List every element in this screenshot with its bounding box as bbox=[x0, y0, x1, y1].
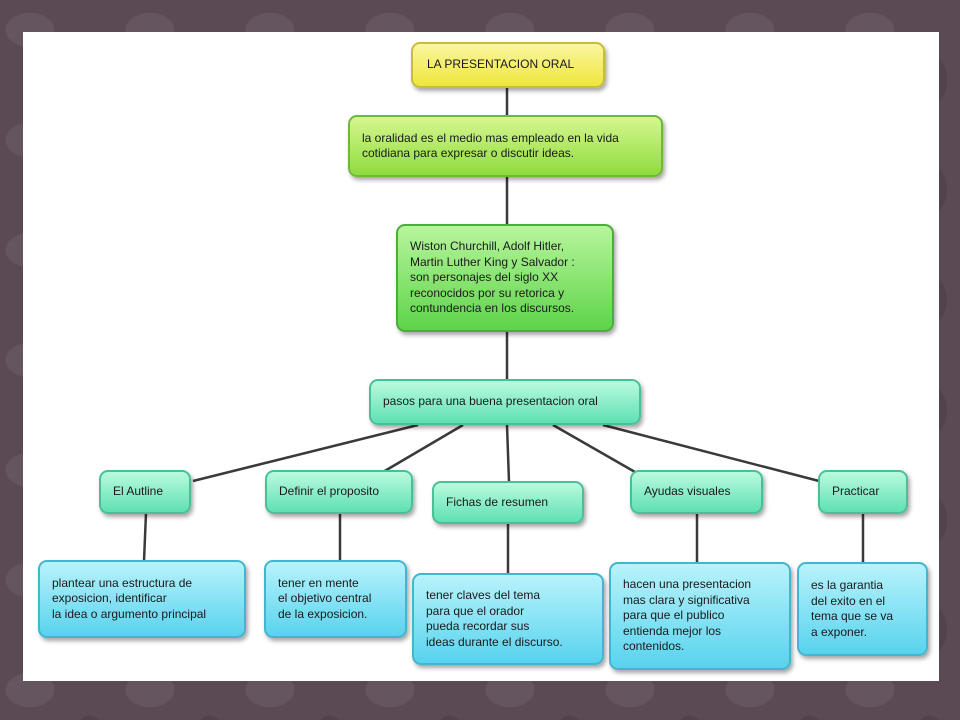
detail-fichas-node: tener claves del tema para que el orador… bbox=[412, 573, 604, 665]
detail-fichas-text: tener claves del tema para que el orador… bbox=[426, 588, 563, 649]
step-autline-node: El Autline bbox=[99, 470, 191, 514]
definition-text: la oralidad es el medio mas empleado en … bbox=[362, 130, 619, 161]
connector-steps-practicar bbox=[602, 423, 820, 483]
detail-autline-node: plantear una estructura de exposicion, i… bbox=[38, 560, 246, 638]
step-proposito-label: Definir el proposito bbox=[279, 484, 380, 499]
step-ayudas-node: Ayudas visuales bbox=[630, 470, 763, 514]
step-fichas-label: Fichas de resumen bbox=[446, 494, 549, 509]
detail-practicar-node: es la garantia del exito en el tema que … bbox=[797, 562, 928, 656]
detail-autline-text: plantear una estructura de exposicion, i… bbox=[52, 575, 207, 621]
step-autline-label: El Autline bbox=[113, 484, 164, 499]
step-ayudas-label: Ayudas visuales bbox=[644, 484, 731, 499]
connector-lines bbox=[142, 87, 865, 574]
steps-header-text: pasos para una buena presentacion oral bbox=[383, 394, 598, 409]
detail-proposito-text: tener en mente el objetivo central de la… bbox=[278, 575, 372, 621]
connector-steps-ayudas bbox=[552, 423, 636, 474]
connector-steps-autline bbox=[192, 423, 419, 483]
steps-header-node: pasos para una buena presentacion oral bbox=[369, 379, 641, 425]
detail-ayudas-text: hacen una presentacion mas clara y signi… bbox=[623, 577, 752, 654]
step-proposito-node: Definir el proposito bbox=[265, 470, 413, 514]
step-practicar-node: Practicar bbox=[818, 470, 908, 514]
detail-practicar-text: es la garantia del exito en el tema que … bbox=[811, 578, 894, 639]
concept-map-panel: LA PRESENTACION ORAL la oralidad es el m… bbox=[23, 32, 939, 681]
title-text: LA PRESENTACION ORAL bbox=[427, 57, 575, 72]
connector-steps-proposito bbox=[382, 423, 464, 474]
title-node: LA PRESENTACION ORAL bbox=[411, 42, 605, 88]
step-fichas-node: Fichas de resumen bbox=[432, 481, 584, 524]
examples-text: Wiston Churchill, Adolf Hitler, Martin L… bbox=[410, 239, 575, 316]
definition-node: la oralidad es el medio mas empleado en … bbox=[348, 115, 663, 177]
connector-steps-fichas bbox=[505, 424, 511, 483]
detail-ayudas-node: hacen una presentacion mas clara y signi… bbox=[609, 562, 791, 670]
examples-node: Wiston Churchill, Adolf Hitler, Martin L… bbox=[396, 224, 614, 332]
connector-autline-detail bbox=[142, 512, 148, 562]
step-practicar-label: Practicar bbox=[832, 484, 880, 499]
detail-proposito-node: tener en mente el objetivo central de la… bbox=[264, 560, 407, 638]
